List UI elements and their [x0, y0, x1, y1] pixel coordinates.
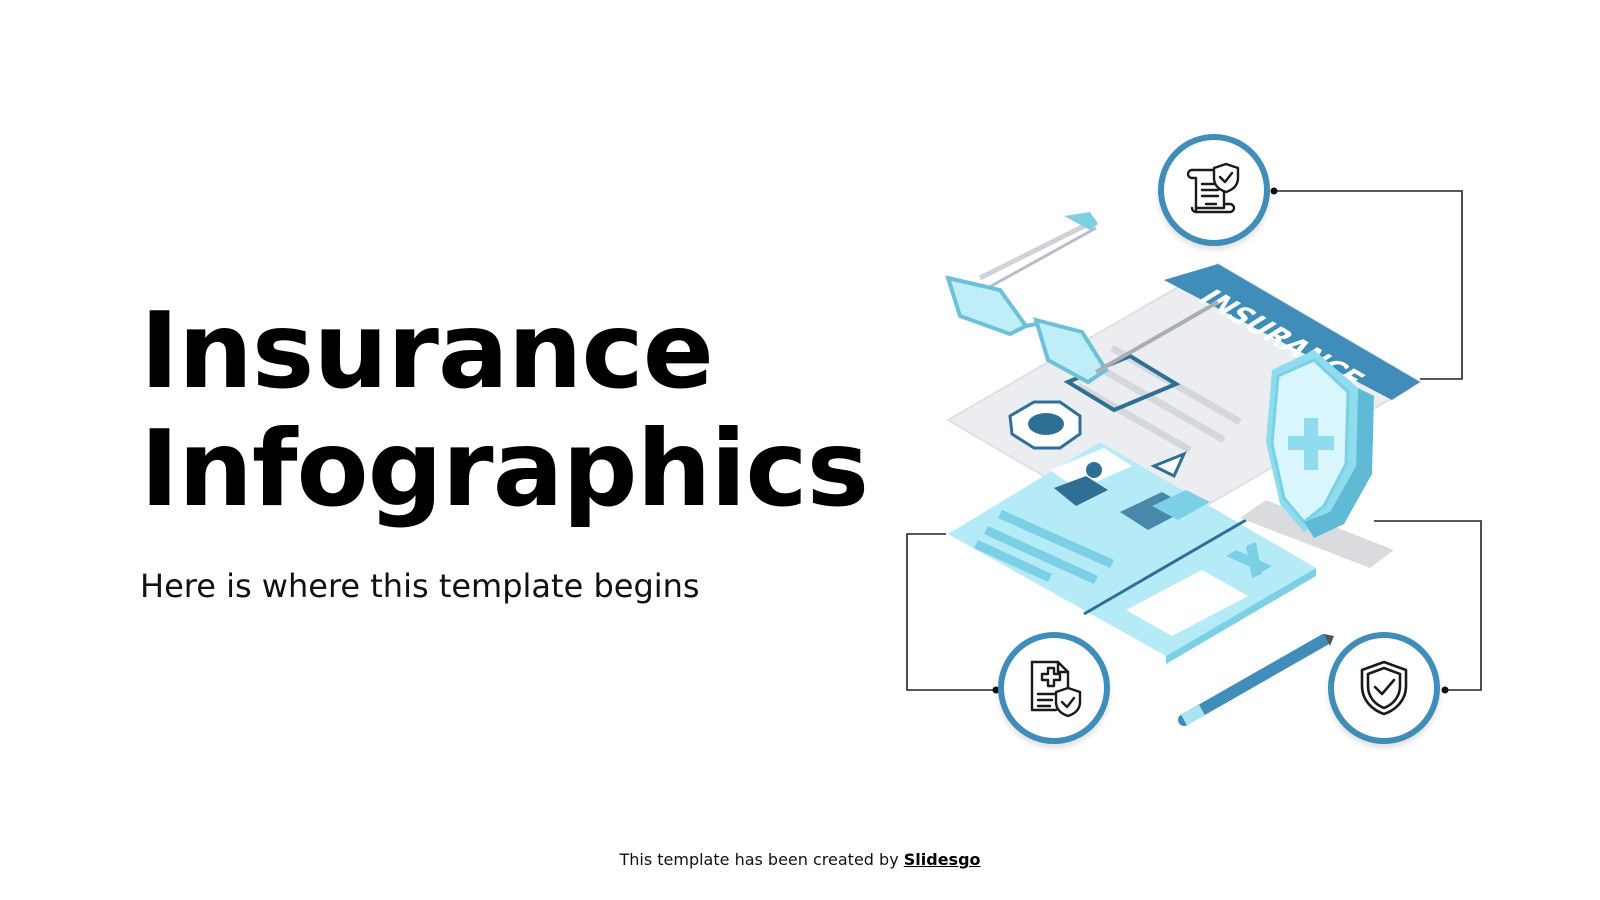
shield-icon-circle: [1328, 632, 1440, 744]
medical-doc-icon-circle: [998, 632, 1110, 744]
slide-subtitle: Here is where this template begins: [140, 567, 700, 605]
glasses: [945, 212, 1219, 385]
title-line-2: Infographics: [140, 408, 869, 530]
shield-check-icon: [1360, 660, 1408, 716]
credit-line: This template has been created by Slides…: [0, 850, 1600, 869]
shield-3d: [1240, 350, 1394, 568]
insurance-policy-icon: [1186, 162, 1240, 214]
insurance-illustration: INSURANCE: [900, 120, 1540, 780]
connector-right: [1374, 520, 1482, 691]
slidesgo-link[interactable]: Slidesgo: [903, 850, 981, 869]
connector-left: [906, 533, 996, 691]
credit-text: This template has been created by: [619, 850, 904, 869]
id-card: [948, 442, 1316, 664]
connector-top: [1274, 190, 1463, 380]
medical-document-shield-icon: [1030, 660, 1082, 718]
title-line-1: Insurance: [140, 290, 714, 412]
isometric-insurance-graphic: INSURANCE: [906, 187, 1482, 726]
pencil: [1178, 634, 1334, 726]
slide-title: Insurance Infographics: [140, 290, 869, 530]
connector-lines: [906, 187, 1482, 694]
policy-icon-circle: [1158, 134, 1270, 246]
